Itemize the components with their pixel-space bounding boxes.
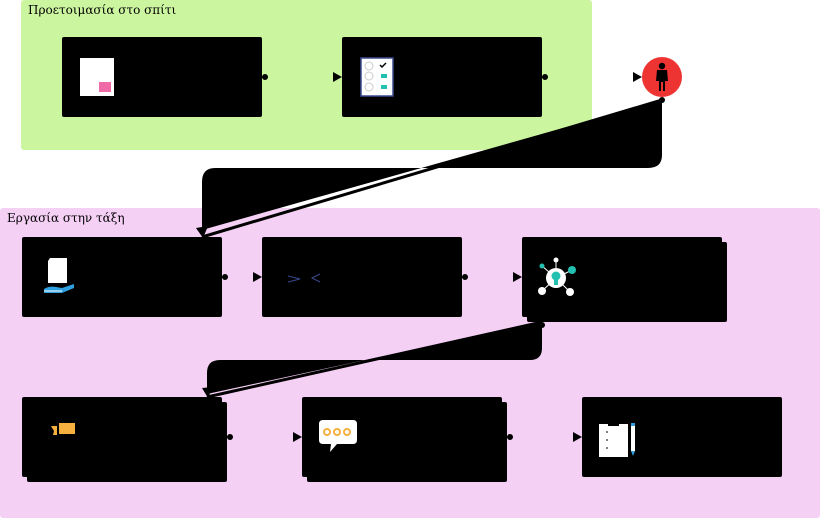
- hand-document-icon: [42, 257, 76, 301]
- edge-hand-document-to-compare: [222, 272, 262, 282]
- process-card-compare[interactable]: [262, 237, 462, 317]
- process-card-clipboard[interactable]: [582, 397, 782, 477]
- edge-tag-to-speech: [227, 432, 302, 442]
- process-card-idea[interactable]: [522, 237, 722, 317]
- edge-note-to-checklist: [262, 72, 342, 82]
- process-card-checklist[interactable]: [342, 37, 542, 117]
- idea-network-icon: [536, 257, 578, 303]
- clipboard-pencil-icon: [598, 421, 640, 463]
- process-card-hand-document[interactable]: [22, 237, 222, 317]
- compare-icon: [286, 270, 326, 289]
- edge-compare-to-idea: [462, 272, 522, 282]
- process-card-tag[interactable]: [22, 397, 222, 477]
- edge-idea-to-tag: [202, 320, 545, 399]
- speech-bubble-icon: [317, 419, 359, 459]
- process-card-note[interactable]: [62, 37, 262, 117]
- checklist-icon: [360, 57, 394, 101]
- lane-class-title: Εργασία στην τάξη: [7, 211, 125, 225]
- edge-speech-to-clipboard: [507, 432, 582, 442]
- note-icon: [79, 57, 115, 101]
- tag-icon: [49, 421, 79, 441]
- edge-checklist-to-actor: [542, 72, 642, 82]
- process-card-speech[interactable]: [302, 397, 502, 477]
- edge-actor-to-hand-document: [196, 97, 665, 239]
- lane-home-title: Προετοιμασία στο σπίτι: [28, 3, 177, 17]
- person-icon[interactable]: [642, 57, 682, 101]
